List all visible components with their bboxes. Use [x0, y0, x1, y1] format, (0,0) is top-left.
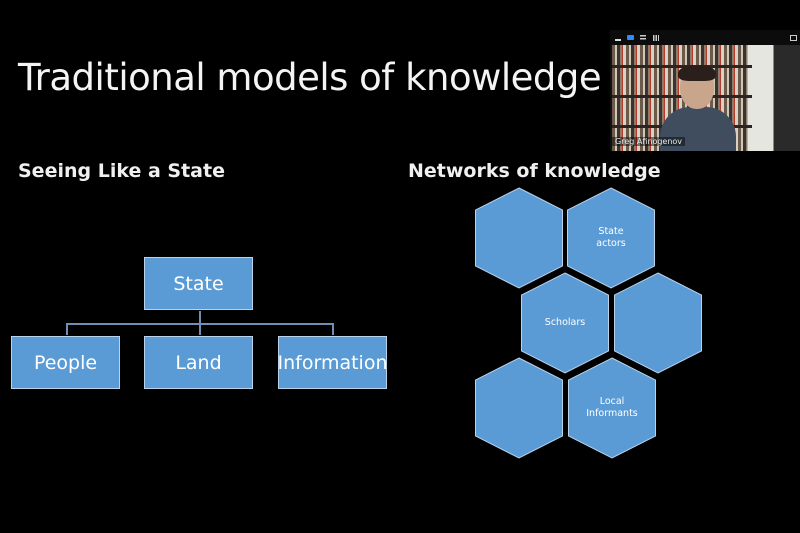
- node-state: State: [144, 257, 253, 310]
- hexagon-6: [568, 357, 656, 459]
- node-land: Land: [144, 336, 253, 389]
- connector-vertical-left: [66, 323, 68, 335]
- left-heading: Seeing Like a State: [18, 160, 225, 182]
- video-tile[interactable]: Greg Afinogenov: [610, 30, 800, 151]
- hexagon-4: [614, 272, 702, 374]
- hexagon-5: [475, 357, 563, 459]
- hexagon-1: [475, 187, 563, 289]
- hexagon-2: [567, 187, 655, 289]
- bookshelf-line: [612, 65, 752, 68]
- participant-video: [612, 45, 800, 151]
- right-heading: Networks of knowledge: [408, 160, 661, 182]
- connector-horizontal: [66, 323, 333, 325]
- hexagon-3: [521, 272, 609, 374]
- participant-hair: [678, 65, 716, 81]
- node-people: People: [11, 336, 120, 389]
- participant-torso: [660, 107, 736, 151]
- fullscreen-icon[interactable]: [790, 35, 797, 41]
- slide-title: Traditional models of knowledge: [18, 56, 602, 99]
- hexagon-label: Scholars: [525, 317, 605, 329]
- hexagon-label-line: Scholars: [544, 317, 586, 328]
- gallery-view-icon[interactable]: [653, 35, 659, 41]
- minimize-icon[interactable]: [615, 39, 621, 41]
- connector-vertical-right: [332, 323, 334, 335]
- video-toolbar: [610, 30, 800, 45]
- speaker-view-icon[interactable]: [627, 35, 634, 40]
- hexagon-label-line: State: [598, 226, 624, 237]
- hexagon-label-line: Local: [599, 396, 625, 407]
- hexagon-label-line: actors: [596, 238, 626, 249]
- participant-figure: [660, 65, 736, 151]
- strip-view-icon[interactable]: [640, 35, 646, 40]
- hexagon-label-line: Informants: [586, 408, 638, 419]
- node-information: Information: [278, 336, 388, 389]
- participant-name: Greg Afinogenov: [612, 137, 686, 146]
